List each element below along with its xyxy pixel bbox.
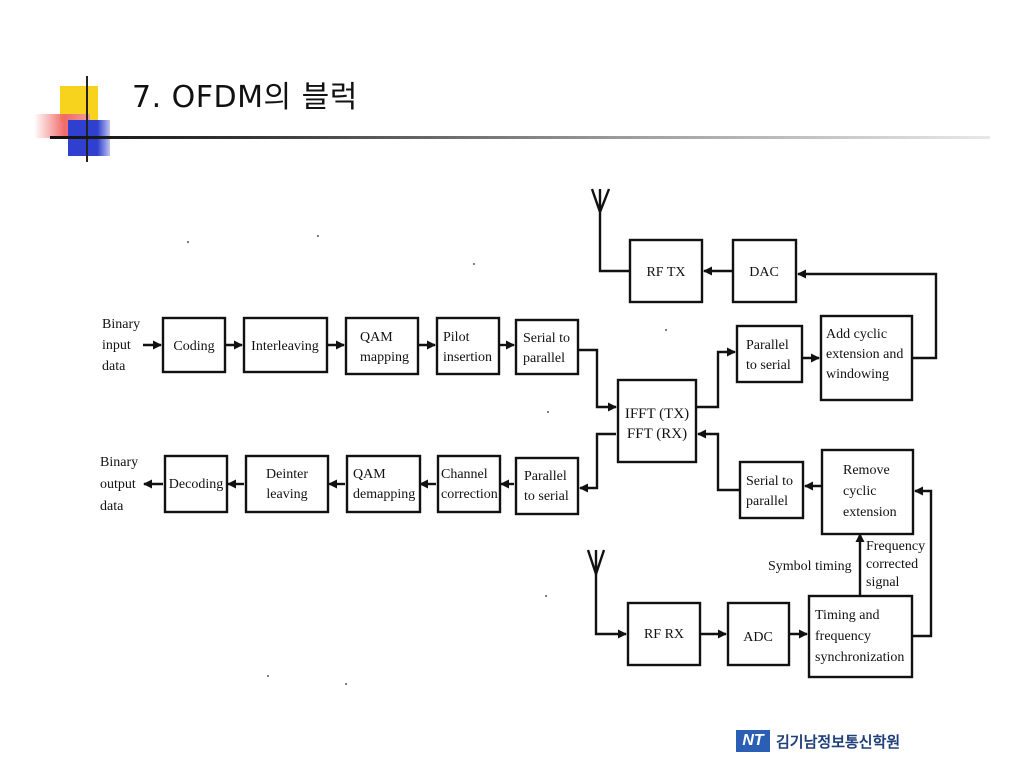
fft-block: IFFT (TX) FFT (RX)	[616, 378, 698, 464]
svg-text:Channel: Channel	[441, 467, 488, 482]
input-label: Binary input data	[102, 317, 144, 374]
connection-wires	[143, 214, 938, 639]
svg-text:parallel: parallel	[746, 494, 788, 509]
parallel-to-serial-rx-block: Parallel to serial	[514, 456, 580, 516]
svg-text:Pilot: Pilot	[443, 330, 470, 345]
svg-text:parallel: parallel	[523, 351, 565, 366]
parallel-to-serial-tx-block: Parallel to serial	[735, 324, 804, 384]
dac-block: DAC	[731, 238, 798, 304]
page-title: 7. OFDM의 블럭	[132, 80, 358, 115]
svg-text:Decoding: Decoding	[169, 477, 223, 492]
svg-text:cyclic: cyclic	[843, 484, 876, 499]
nt-logo: NT	[736, 730, 770, 752]
channel-correction-block: Channel correction	[436, 454, 502, 514]
svg-text:FFT (RX): FFT (RX)	[627, 426, 687, 442]
deinterleaving-block: Deinter leaving	[244, 454, 330, 514]
rf-rx-block: RF RX	[626, 601, 702, 667]
footer-institute-name: 김기남정보통신학원	[776, 733, 901, 751]
svg-text:Add cyclic: Add cyclic	[826, 327, 887, 342]
svg-text:insertion: insertion	[443, 350, 492, 365]
svg-text:mapping: mapping	[360, 350, 409, 365]
svg-text:Timing and: Timing and	[815, 608, 879, 623]
adc-block: ADC	[726, 601, 791, 667]
pilot-insertion-block: Pilot insertion	[435, 316, 501, 376]
frequency-corrected-label: Frequency corrected signal	[866, 539, 929, 590]
svg-text:correction: correction	[441, 487, 498, 502]
svg-text:IFFT (TX): IFFT (TX)	[625, 406, 689, 422]
timing-frequency-sync-block: Timing and frequency synchronization	[807, 594, 914, 679]
svg-text:Parallel: Parallel	[524, 469, 567, 484]
svg-text:RF TX: RF TX	[646, 265, 685, 280]
tx-antenna-icon	[590, 188, 611, 216]
symbol-timing-label: Symbol timing	[768, 559, 852, 574]
svg-text:QAM: QAM	[353, 467, 386, 482]
title-rule	[50, 136, 990, 139]
svg-text:DAC: DAC	[749, 265, 779, 280]
qam-demapping-block: QAM demapping	[345, 454, 422, 514]
rx-antenna-icon	[586, 549, 606, 578]
add-cyclic-extension-block: Add cyclic extension and windowing	[819, 314, 914, 402]
svg-text:to serial: to serial	[746, 358, 791, 373]
scan-specks	[187, 235, 667, 685]
rf-tx-block: RF TX	[628, 238, 704, 304]
svg-text:windowing: windowing	[826, 367, 889, 382]
remove-cyclic-extension-block: Remove cyclic extension	[820, 448, 915, 536]
svg-text:Coding: Coding	[173, 339, 214, 354]
deco-vertical-line	[86, 76, 88, 162]
serial-to-parallel-rx-block: Serial to parallel	[738, 460, 805, 520]
svg-text:frequency: frequency	[815, 629, 871, 644]
svg-text:extension and: extension and	[826, 347, 903, 362]
svg-text:Serial to: Serial to	[523, 331, 570, 346]
svg-text:synchronization: synchronization	[815, 650, 904, 665]
svg-text:leaving: leaving	[266, 487, 307, 502]
interleaving-block: Interleaving	[242, 316, 329, 374]
serial-to-parallel-tx-block: Serial to parallel	[514, 318, 580, 376]
svg-text:Serial to: Serial to	[746, 474, 793, 489]
svg-text:QAM: QAM	[360, 330, 393, 345]
svg-text:ADC: ADC	[743, 630, 773, 645]
decoding-block: Decoding	[163, 454, 229, 514]
coding-block: Coding	[161, 316, 227, 374]
svg-text:demapping: demapping	[353, 487, 415, 502]
svg-text:RF RX: RF RX	[644, 627, 684, 642]
svg-text:Interleaving: Interleaving	[251, 339, 319, 354]
output-label: Binary output data	[100, 455, 142, 514]
qam-mapping-block: QAM mapping	[344, 316, 420, 376]
svg-text:Deinter: Deinter	[266, 467, 308, 482]
svg-text:Remove: Remove	[843, 463, 890, 478]
svg-text:to serial: to serial	[524, 489, 569, 504]
svg-text:Parallel: Parallel	[746, 338, 789, 353]
svg-text:extension: extension	[843, 505, 897, 520]
